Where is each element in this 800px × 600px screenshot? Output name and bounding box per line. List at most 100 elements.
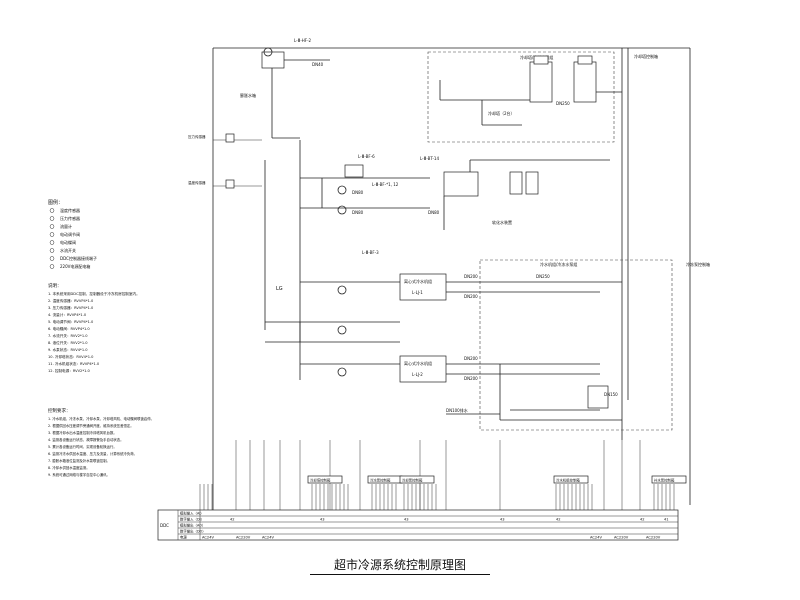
- power-label: AC220V: [614, 536, 629, 540]
- panel-box: [307, 475, 343, 484]
- bus-row-label: 数字输出（DO）: [180, 529, 206, 534]
- bypass-group: DN150 DN100排水: [446, 364, 622, 421]
- power-label: AC220V: [236, 536, 251, 540]
- dn-80b: DN80: [352, 190, 364, 195]
- softener-label: 软化水装置: [492, 219, 512, 225]
- count-label: 42: [640, 518, 645, 522]
- legend-title: 图例：: [48, 199, 63, 206]
- note-line: 11. 冷水机组状态：RVVP4*1.0: [48, 361, 100, 366]
- legend: 图例： 温度传感器压力传感器流量计电动调节阀电动蝶阀水流开关DDC控制器接线端子…: [48, 199, 97, 269]
- control-note-line: 3. 根据冷却水出水温度控制冷却塔风机台数。: [48, 430, 117, 435]
- ddc-bus: 模拟输入（AI）数字输入（DI）模拟输出（AO）数字输出（DO）电源 DDC A…: [157, 509, 679, 541]
- chiller-b-name: 离心式冷水机组: [404, 360, 432, 366]
- count-label: 43: [500, 518, 505, 522]
- control-note-line: 8. 冷却水供回水温度监测。: [48, 465, 90, 470]
- dn-main: DN250: [536, 274, 550, 279]
- count-label: 43: [320, 518, 325, 522]
- panel-label: 冷水机组控制箱: [556, 478, 580, 483]
- chiller-a-name: 离心式冷水机组: [404, 278, 432, 284]
- ct-dn-label: DN250: [556, 101, 570, 106]
- legend-item: 电动蝶阀: [60, 239, 76, 245]
- bus-row-label: 模拟输入（AI）: [180, 511, 204, 516]
- legend-item: DDC控制器接线端子: [60, 255, 97, 261]
- note-line: 8. 液位开关：RVV2*1.0: [48, 340, 88, 345]
- left-tag-2: 温度传感器: [188, 180, 206, 185]
- chiller-b-id: L-LJ-2: [412, 372, 423, 377]
- legend-item: 220V电源配电箱: [60, 263, 90, 269]
- dn-200c: DN200: [464, 356, 478, 361]
- count-label: 43: [404, 518, 409, 522]
- power-label: AC24V: [590, 536, 602, 540]
- dn-200b: DN200: [464, 294, 478, 299]
- notes2-title: 控制要求：: [48, 407, 71, 414]
- control-note-line: 2. 根据供回水压差调节旁通阀开度，维持系统压差恒定。: [48, 423, 134, 428]
- note-line: 1. 本系统采用DDC控制，控制器设于冷冻机房控制室内。: [48, 291, 140, 296]
- legend-item: 电动调节阀: [60, 231, 80, 237]
- panel-box: [651, 475, 687, 484]
- legend-symbol: [49, 264, 55, 269]
- panel-label: 冷冻泵控制箱: [370, 478, 391, 483]
- expansion-label: 膨胀水箱: [240, 92, 256, 98]
- legend-symbol: [49, 232, 55, 237]
- power-label: AC24V: [202, 536, 214, 540]
- note-line: 6. 电动蝶阀：RVVP4*1.0: [48, 326, 90, 331]
- left-tag-1: 压力传感器: [188, 134, 206, 139]
- cooling-tower-zone: 冷却塔/冷却水泵组 冷却塔（2台） DN250 冷却塔控制箱: [427, 51, 658, 143]
- lg-label: LG: [276, 286, 283, 292]
- chiller-b: 离心式冷水机组 L-LJ-2 DN200 DN200: [300, 355, 600, 383]
- note-line: 5. 电动调节阀：RVVP4*1.0: [48, 319, 94, 324]
- booster-tag: L-Ⅲ-BT-14: [420, 156, 439, 161]
- chiller-area-label: 冷水机组/冷冻水泵组: [540, 261, 577, 267]
- power-label: AC220V: [646, 536, 661, 540]
- dn-150: DN150: [604, 392, 618, 397]
- side-tag-1: 冷却塔控制箱: [634, 53, 658, 59]
- control-note-line: 4. 监测各设备运行状态、故障报警及手自动状态。: [48, 437, 124, 442]
- ddc-side-label: DDC: [160, 523, 169, 528]
- panel-box: [553, 475, 589, 484]
- dn-200a: DN200: [464, 274, 478, 279]
- count-label: 42: [230, 518, 235, 522]
- signal-drops: [199, 440, 675, 510]
- pump-group-upper: L-Ⅲ-BF-6 L-Ⅲ-BF-*1, 12 DN80 DN80 DN80: [300, 154, 440, 215]
- chw-pump-rows: LG: [265, 286, 400, 343]
- chiller-a-id: L-LJ-1: [412, 290, 423, 295]
- note-line: 4. 流量计：RVVP4*1.0: [48, 312, 87, 317]
- panel-label: 补水泵控制箱: [654, 478, 675, 483]
- panel-label: 冷却泵控制箱: [402, 478, 423, 483]
- pump-tag-b: L-Ⅲ-BF-*1, 12: [372, 182, 399, 187]
- legend-item: 流量计: [60, 223, 72, 229]
- note-line: 3. 压力传感器：RVVP4*1.0: [48, 305, 94, 310]
- side-tag-2: 冷冻泵控制箱: [686, 261, 710, 267]
- tank-dn-label: DN40: [312, 62, 324, 67]
- count-label: 41: [664, 518, 669, 522]
- chiller-zone: 冷水机组/冷冻水泵组 冷冻泵控制箱: [479, 259, 710, 431]
- pump-tag-c: L-Ⅲ-BF-3: [362, 250, 379, 255]
- control-panels: 冷却塔控制箱 冷冻泵控制箱 冷却泵控制箱 冷水机组控制箱 补水泵控制箱: [307, 475, 687, 484]
- chiller-a: 离心式冷水机组 L-LJ-1 DN200 DN200 DN250 L-Ⅲ-BF-…: [300, 250, 622, 301]
- dn-200d: DN200: [464, 376, 478, 381]
- legend-symbol: [49, 256, 55, 261]
- notes: 说明： 1. 本系统采用DDC控制，控制器设于冷冻机房控制室内。 2. 温度传感器…: [48, 282, 154, 477]
- legend-symbol: [49, 216, 55, 221]
- legend-symbol: [49, 224, 55, 229]
- notes-title: 说明：: [48, 282, 62, 289]
- legend-symbol: [49, 208, 55, 213]
- legend-symbol: [49, 248, 55, 253]
- expansion-tank: L-Ⅲ-HF-2 DN40 膨胀水箱: [240, 38, 330, 139]
- drawing-title: 超市冷源系统控制原理图: [310, 556, 490, 575]
- bus-row-label: 电源: [180, 535, 187, 540]
- dn-80c: DN80: [428, 210, 440, 215]
- legend-item: 压力传感器: [60, 215, 80, 221]
- note-line: 10. 冷却塔状态：RVV4*1.0: [48, 354, 94, 359]
- control-note-line: 6. 监测冷冻水供回水温度、压力及流量，计算系统冷负荷。: [48, 451, 137, 456]
- control-note-line: 9. 系统可通过网络与楼宇自控中心通讯。: [48, 472, 110, 477]
- panel-label: 冷却塔控制箱: [310, 478, 331, 483]
- panel-box: [399, 475, 435, 484]
- legend-item: 水流开关: [60, 247, 76, 253]
- note-line: 2. 温度传感器：RVVP4*1.0: [48, 298, 94, 303]
- pump-tag-a: L-Ⅲ-BF-6: [358, 154, 375, 159]
- sewage-label: DN100排水: [446, 407, 468, 413]
- control-note-line: 5. 累计各设备运行时间，实现设备轮换运行。: [48, 444, 117, 449]
- legend-symbol: [49, 240, 55, 245]
